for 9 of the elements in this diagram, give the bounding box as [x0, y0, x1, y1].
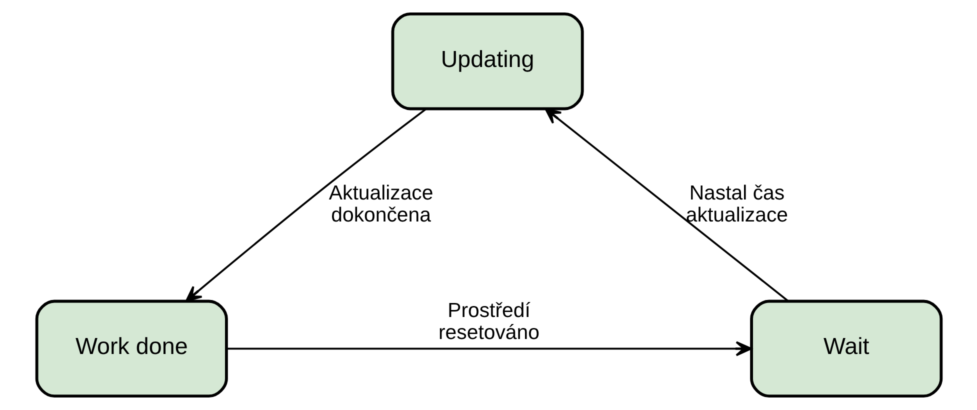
node-box: Wait — [750, 300, 942, 398]
edge-label: Nastal čas aktualizace — [685, 182, 788, 226]
arrow — [544, 108, 788, 302]
edge-label: Aktualizace dokončena — [328, 182, 433, 226]
node-box: Updating — [390, 12, 584, 110]
edge-label: Prostředí resetováno — [438, 300, 539, 344]
node-box: Work done — [34, 300, 228, 398]
arrow — [226, 341, 752, 356]
arrow — [184, 108, 426, 302]
